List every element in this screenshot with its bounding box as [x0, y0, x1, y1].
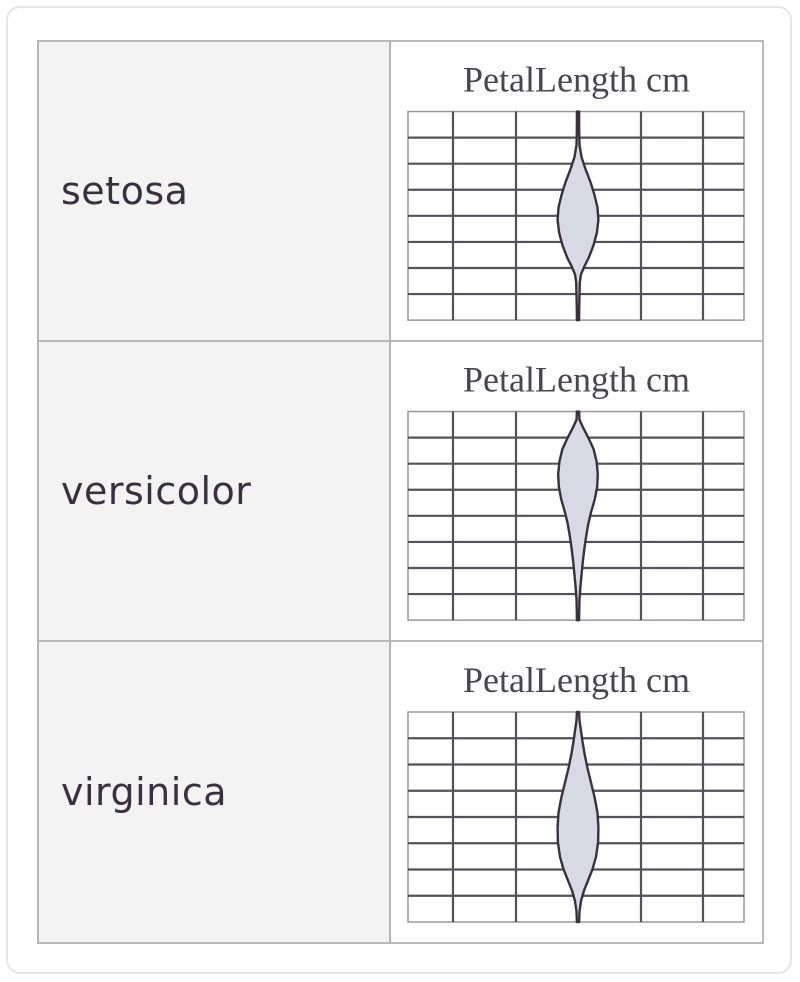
violin-plot-setosa: PetalLength cm — [407, 60, 745, 322]
row-label-cell: virginica — [39, 642, 391, 942]
row-label-setosa: setosa — [61, 169, 189, 213]
violin-plot-versicolor: PetalLength cm — [407, 360, 745, 622]
plot-cell-versicolor: PetalLength cm — [391, 342, 762, 642]
violin-shape — [556, 710, 600, 924]
violin-plot-virginica: PetalLength cm — [407, 660, 745, 924]
row-label-versicolor: versicolor — [61, 469, 252, 513]
plot-cell-setosa: PetalLength cm — [391, 42, 762, 342]
plot-title: PetalLength cm — [463, 660, 690, 700]
plot-title: PetalLength cm — [463, 60, 690, 100]
violin-table: setosa PetalLength cm versicolor PetalLe… — [37, 40, 764, 944]
row-label-virginica: virginica — [61, 770, 227, 814]
plot-title: PetalLength cm — [463, 360, 690, 400]
violin-shape — [556, 110, 600, 322]
violin-shape — [557, 410, 599, 622]
row-label-cell: versicolor — [39, 342, 391, 642]
plot-cell-virginica: PetalLength cm — [391, 642, 762, 942]
row-label-cell: setosa — [39, 42, 391, 342]
